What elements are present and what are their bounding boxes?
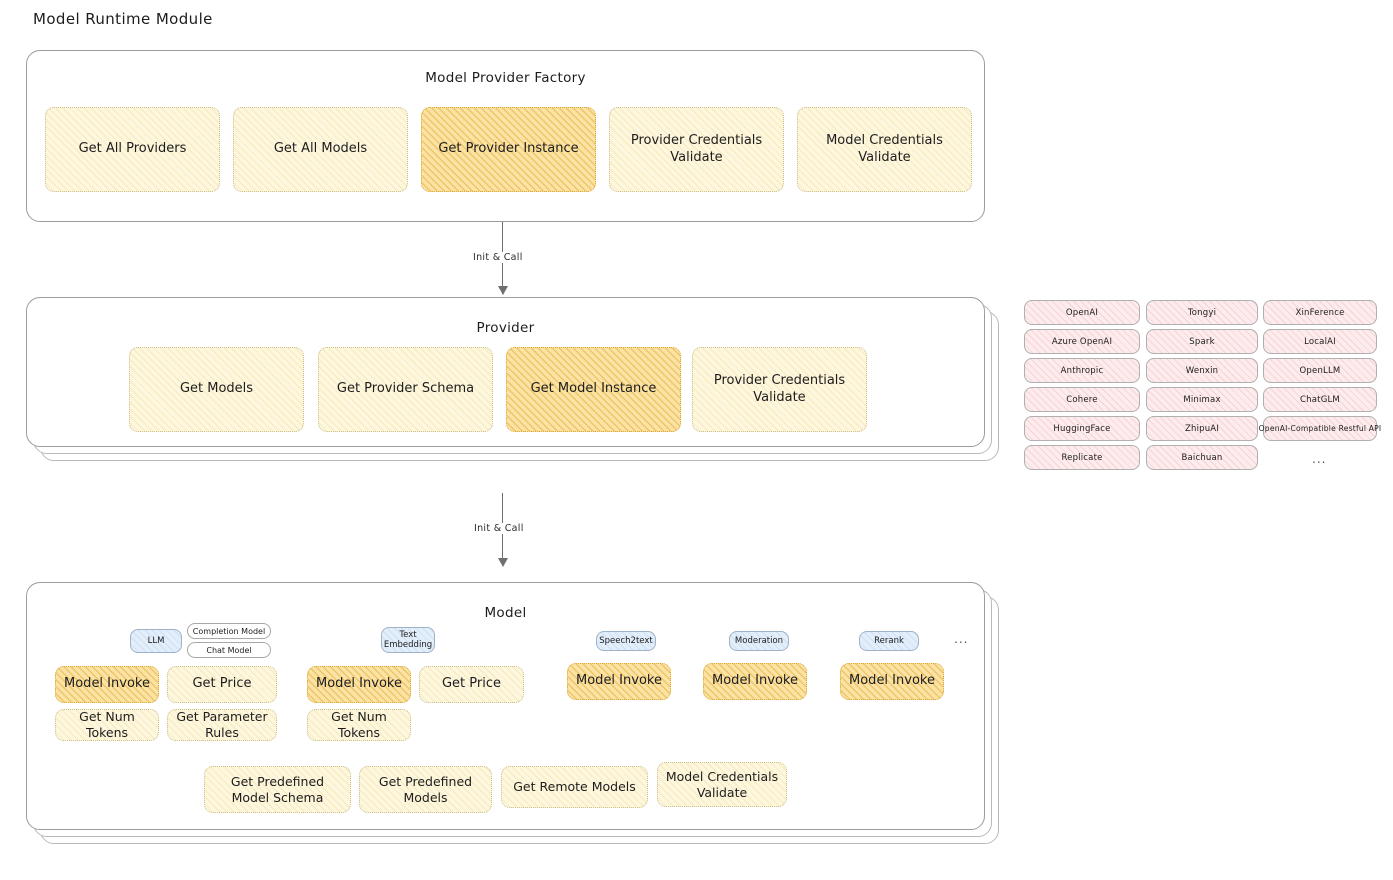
provider-chip-replicate[interactable]: Replicate	[1024, 445, 1140, 470]
model-title: Model	[484, 605, 527, 621]
provider-chip-openai[interactable]: OpenAI	[1024, 300, 1140, 325]
provider-box-get-models[interactable]: Get Models	[129, 347, 304, 432]
provider-chip-chatglm[interactable]: ChatGLM	[1263, 387, 1377, 412]
model-type-chip-speech2text[interactable]: Speech2text	[596, 631, 656, 651]
provider-chip-anthropic[interactable]: Anthropic	[1024, 358, 1140, 383]
provider-chip-huggingface[interactable]: HuggingFace	[1024, 416, 1140, 441]
model-types-more-ellipsis: ...	[954, 632, 969, 646]
provider-chip-openai-compatible-restful-api[interactable]: OpenAI-Compatible Restful API	[1259, 416, 1381, 441]
model-box-model-credentials-validate[interactable]: Model Credentials Validate	[657, 762, 787, 807]
model-card-body: Model LLM Completion Model Chat Model Mo…	[26, 582, 985, 830]
factory-box-get-provider-instance[interactable]: Get Provider Instance	[421, 107, 596, 192]
model-box-get-remote-models[interactable]: Get Remote Models	[501, 766, 648, 808]
model-box-get-predefined-models[interactable]: Get Predefined Models	[359, 766, 492, 813]
model-subtype-chip-completion-model[interactable]: Completion Model	[187, 623, 271, 639]
factory-box-provider-credentials-validate[interactable]: Provider Credentials Validate	[609, 107, 784, 192]
provider-list-more-ellipsis: ...	[1312, 452, 1327, 466]
factory-title: Model Provider Factory	[425, 70, 586, 86]
provider-box-provider-credentials-validate[interactable]: Provider Credentials Validate	[692, 347, 867, 432]
llm-box-get-num-tokens[interactable]: Get Num Tokens	[55, 709, 159, 741]
provider-chip-minimax[interactable]: Minimax	[1146, 387, 1258, 412]
provider-card-body: Provider Get Models Get Provider Schema …	[26, 297, 985, 447]
llm-box-get-parameter-rules[interactable]: Get Parameter Rules	[167, 709, 277, 741]
factory-box-model-credentials-validate[interactable]: Model Credentials Validate	[797, 107, 972, 192]
arrow-provider-to-model-label: Init & Call	[470, 523, 528, 534]
factory-box-get-all-models[interactable]: Get All Models	[233, 107, 408, 192]
moderation-box-model-invoke[interactable]: Model Invoke	[703, 663, 807, 700]
text-embedding-box-get-num-tokens[interactable]: Get Num Tokens	[307, 709, 411, 741]
provider-chip-zhipuai[interactable]: ZhipuAI	[1146, 416, 1258, 441]
model-type-chip-rerank[interactable]: Rerank	[859, 631, 919, 651]
provider-title: Provider	[476, 320, 535, 336]
provider-chip-azure-openai[interactable]: Azure OpenAI	[1024, 329, 1140, 354]
model-type-chip-text-embedding[interactable]: Text Embedding	[381, 627, 435, 653]
provider-box-get-model-instance[interactable]: Get Model Instance	[506, 347, 681, 432]
provider-box-get-provider-schema[interactable]: Get Provider Schema	[318, 347, 493, 432]
provider-card: Provider Get Models Get Provider Schema …	[26, 297, 1016, 477]
text-embedding-box-model-invoke[interactable]: Model Invoke	[307, 666, 411, 703]
llm-box-model-invoke[interactable]: Model Invoke	[55, 666, 159, 703]
factory-card-body: Model Provider Factory Get All Providers…	[26, 50, 985, 222]
llm-box-get-price[interactable]: Get Price	[167, 666, 277, 703]
model-type-chip-llm[interactable]: LLM	[130, 629, 182, 653]
factory-box-get-all-providers[interactable]: Get All Providers	[45, 107, 220, 192]
arrow-provider-to-model-head	[498, 558, 508, 567]
model-subtype-chip-chat-model[interactable]: Chat Model	[187, 642, 271, 658]
provider-chip-baichuan[interactable]: Baichuan	[1146, 445, 1258, 470]
provider-chip-xinference[interactable]: XinFerence	[1263, 300, 1377, 325]
arrow-factory-to-provider-head	[498, 286, 508, 295]
rerank-box-model-invoke[interactable]: Model Invoke	[840, 663, 944, 700]
provider-chip-openllm[interactable]: OpenLLM	[1263, 358, 1377, 383]
provider-chip-tongyi[interactable]: Tongyi	[1146, 300, 1258, 325]
provider-chip-spark[interactable]: Spark	[1146, 329, 1258, 354]
speech2text-box-model-invoke[interactable]: Model Invoke	[567, 663, 671, 700]
model-provider-factory-card: Model Provider Factory Get All Providers…	[26, 50, 985, 222]
arrow-factory-to-provider-label: Init & Call	[469, 252, 527, 263]
model-card: Model LLM Completion Model Chat Model Mo…	[26, 582, 1016, 862]
provider-chip-cohere[interactable]: Cohere	[1024, 387, 1140, 412]
page-title: Model Runtime Module	[33, 10, 213, 28]
model-type-chip-moderation[interactable]: Moderation	[729, 631, 789, 651]
text-embedding-box-get-price[interactable]: Get Price	[419, 666, 524, 703]
provider-chip-wenxin[interactable]: Wenxin	[1146, 358, 1258, 383]
model-box-get-predefined-model-schema[interactable]: Get Predefined Model Schema	[204, 766, 351, 813]
provider-chip-localai[interactable]: LocalAI	[1263, 329, 1377, 354]
